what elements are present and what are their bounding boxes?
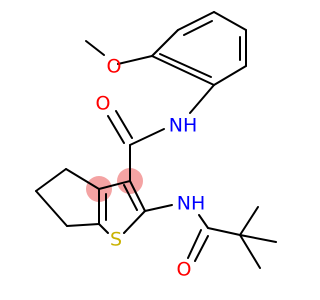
bond-quat-methyl-up: [239, 206, 259, 236]
thiophene-sulfur-label: S: [110, 229, 122, 251]
bond-ring-c3-c2-b: [123, 184, 138, 211]
bond-ring-c3-c3a: [98, 180, 131, 190]
bond-pentane-1: [65, 168, 100, 190]
bond-pentane-4: [66, 223, 100, 227]
bond-aryl-nh: [189, 84, 215, 114]
bond-acyl-o-b: [194, 235, 209, 262]
bond-pentane-3: [35, 190, 68, 227]
bond-aryl-inner-1: [183, 20, 213, 36]
bonds: [35, 11, 277, 269]
bond-quat-methyl-down: [239, 234, 261, 269]
bond-acyl-quat: [207, 227, 241, 236]
bond-aryl-3: [213, 11, 247, 31]
bond-aryl-inner-3: [159, 53, 212, 78]
bond-amide-c-o-a: [107, 115, 125, 144]
molecule-structure: O O NH S NH O: [35, 11, 277, 281]
bond-aryl-1: [151, 29, 179, 57]
bond-amide-c-o-b: [115, 110, 133, 139]
bond-nh-acyl: [198, 214, 209, 229]
bond-ring-c2-s: [123, 210, 146, 234]
bond-pentane-2: [35, 168, 67, 192]
bond-amide-c-nh: [129, 128, 165, 146]
bond-aryl-6: [151, 55, 215, 86]
amide-nitrogen-label: NH: [169, 115, 198, 137]
bond-ring-s-c6a: [98, 223, 109, 234]
atom-labels: O O NH S NH O: [96, 56, 206, 281]
bond-methyl-o: [85, 40, 105, 56]
bond-c2-nh: [144, 204, 173, 212]
methoxy-oxygen-label: O: [107, 56, 122, 78]
bond-quat-methyl-right: [239, 234, 277, 243]
bond-acyl-o-a: [187, 229, 202, 259]
bond-aryl-5: [213, 65, 247, 86]
pivaloyl-oxygen-label: O: [177, 259, 192, 281]
bond-aryl-2: [177, 11, 215, 31]
bond-ring-c3-c2-a: [129, 180, 146, 212]
carbonyl-oxygen-label: O: [96, 93, 111, 115]
structure-canvas: O O NH S NH O: [35, 11, 277, 281]
bond-o-aryl: [117, 55, 153, 65]
amine-nitrogen-label: NH: [177, 193, 206, 215]
